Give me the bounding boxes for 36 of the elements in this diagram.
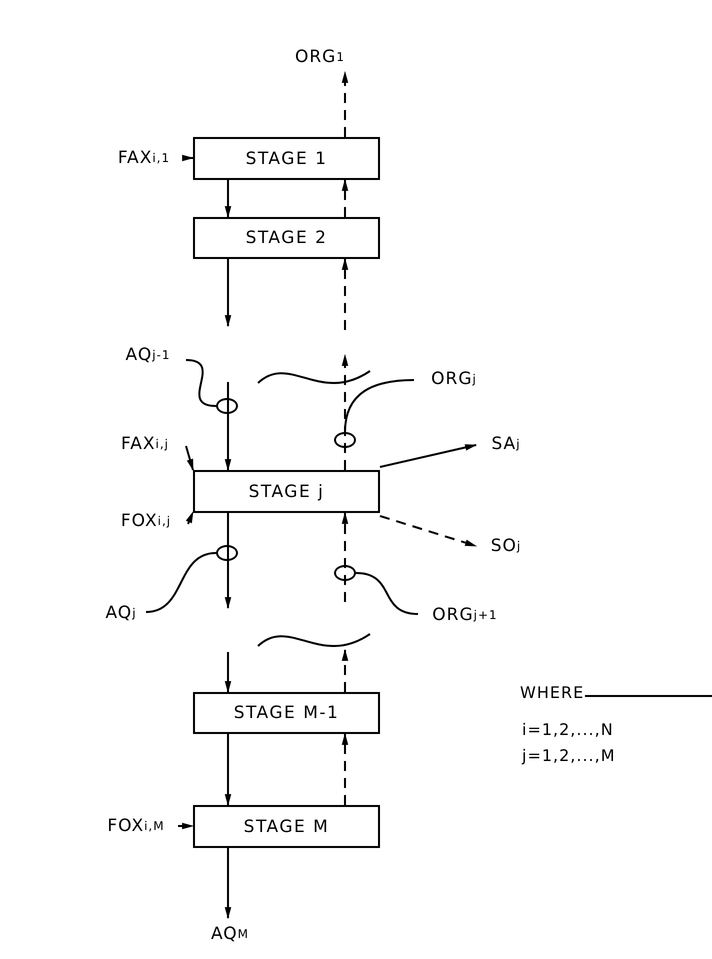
dashed-arrow bbox=[342, 512, 348, 602]
arrow bbox=[224, 513, 232, 610]
arrow bbox=[182, 154, 194, 162]
index-range-note: i=1,2,...,N bbox=[522, 720, 614, 739]
stage-box: STAGE 1 bbox=[193, 137, 380, 180]
arrow bbox=[224, 259, 232, 328]
ring-marker bbox=[334, 432, 356, 448]
dashed-arrow bbox=[342, 354, 348, 470]
leader-line bbox=[344, 379, 414, 432]
leader-line bbox=[146, 552, 216, 613]
dashed-arrow bbox=[342, 178, 348, 217]
arrow bbox=[224, 382, 232, 472]
leader-line bbox=[186, 359, 216, 407]
leader-line bbox=[356, 572, 418, 615]
note-heading: WHERE bbox=[520, 683, 584, 702]
dashed-arrow bbox=[186, 511, 194, 524]
dashed-arrow bbox=[342, 648, 348, 692]
arrow bbox=[380, 444, 478, 468]
ring-marker bbox=[216, 398, 238, 414]
stage-box: STAGE M bbox=[193, 805, 380, 848]
arrow bbox=[185, 446, 194, 472]
dashed-arrow bbox=[380, 515, 478, 547]
dashed-arrow bbox=[342, 258, 348, 330]
ring-marker bbox=[216, 545, 238, 561]
dashed-arrow bbox=[342, 732, 348, 805]
stage-box: STAGE 2 bbox=[193, 217, 380, 259]
dashed-arrow bbox=[342, 70, 348, 137]
stage-box: STAGE j bbox=[193, 470, 380, 513]
ring-marker bbox=[334, 565, 356, 581]
index-range-note: j=1,2,...,M bbox=[522, 746, 616, 765]
arrow bbox=[224, 734, 232, 806]
dashed-arrow bbox=[178, 822, 194, 830]
arrow bbox=[224, 848, 232, 920]
arrow bbox=[224, 180, 232, 218]
stage-box: STAGE M-1 bbox=[193, 692, 380, 734]
arrow bbox=[224, 652, 232, 694]
